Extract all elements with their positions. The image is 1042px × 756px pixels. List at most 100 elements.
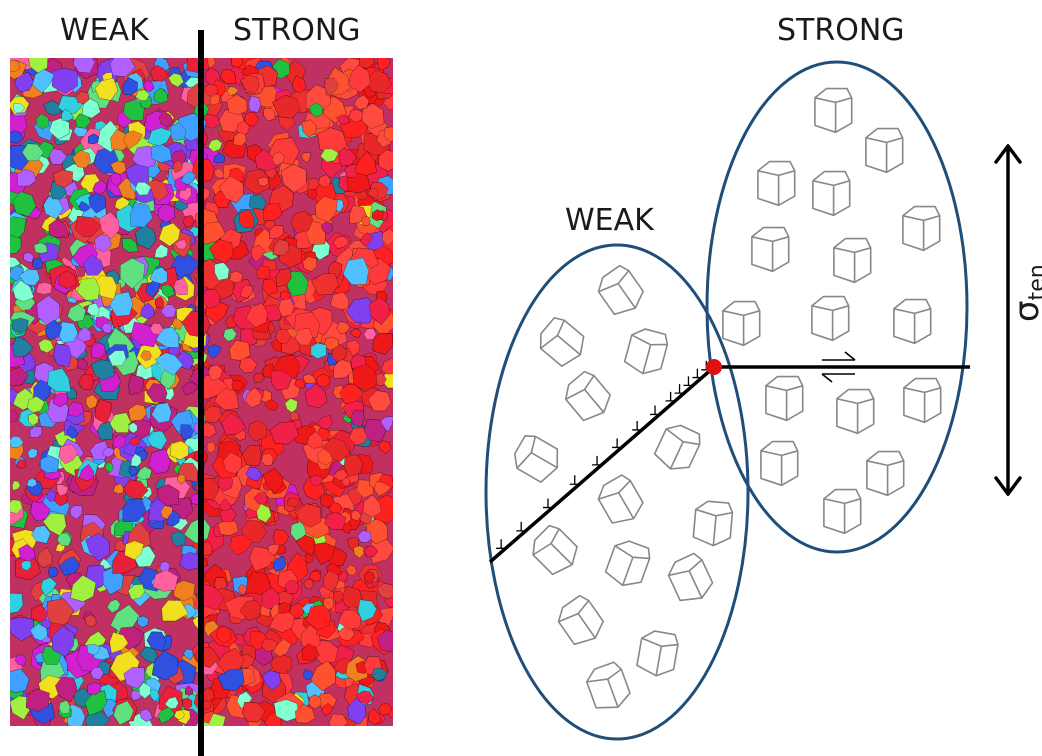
grain bbox=[150, 144, 172, 163]
grain bbox=[356, 479, 374, 499]
grain bbox=[203, 83, 218, 97]
grain bbox=[130, 690, 143, 701]
grain bbox=[261, 452, 274, 467]
grain bbox=[157, 203, 176, 223]
grain bbox=[10, 265, 24, 282]
grain bbox=[77, 326, 92, 343]
grain bbox=[330, 290, 350, 310]
grain bbox=[146, 383, 168, 403]
hcp-crystal-icon bbox=[585, 661, 631, 709]
grain bbox=[169, 122, 187, 141]
grain bbox=[78, 201, 91, 212]
grain bbox=[251, 244, 266, 263]
grain bbox=[347, 64, 371, 93]
grain bbox=[286, 271, 309, 297]
grain bbox=[112, 433, 127, 449]
hcp-crystal-icon bbox=[757, 160, 796, 207]
grain bbox=[336, 114, 351, 125]
grain bbox=[331, 344, 348, 362]
hcp-crystal-icon bbox=[812, 170, 851, 217]
hcp-crystal-icon bbox=[667, 552, 714, 602]
grain bbox=[151, 402, 172, 424]
grain bbox=[308, 571, 322, 582]
grain bbox=[85, 532, 111, 562]
grain bbox=[316, 448, 334, 466]
grain bbox=[253, 492, 268, 507]
hcp-crystal-icon bbox=[564, 370, 612, 422]
hcp-crystal-icon bbox=[557, 594, 604, 646]
grain bbox=[336, 321, 351, 335]
grain bbox=[48, 566, 59, 578]
grain bbox=[272, 238, 290, 256]
grain bbox=[219, 498, 232, 512]
grain bbox=[51, 625, 75, 657]
grain bbox=[219, 507, 237, 523]
grain bbox=[316, 373, 331, 388]
grain bbox=[203, 405, 223, 423]
grain bbox=[165, 510, 181, 527]
grain bbox=[67, 303, 87, 323]
grain bbox=[295, 534, 317, 556]
grain bbox=[359, 232, 374, 247]
grain bbox=[333, 590, 345, 604]
grain bbox=[304, 383, 328, 409]
grain bbox=[149, 64, 169, 82]
hcp-crystal-icon bbox=[811, 295, 850, 342]
grain bbox=[201, 289, 221, 309]
grain bbox=[361, 215, 371, 226]
grain bbox=[140, 302, 155, 320]
grain bbox=[107, 350, 127, 367]
shear-arrows-icon bbox=[821, 351, 856, 383]
grain bbox=[221, 412, 247, 436]
hcp-crystal-icon bbox=[513, 435, 559, 483]
hcp-crystal-icon bbox=[722, 300, 761, 347]
grain bbox=[109, 631, 129, 654]
grain bbox=[20, 560, 32, 572]
grain bbox=[239, 599, 262, 621]
grain bbox=[383, 126, 393, 142]
grain bbox=[151, 650, 179, 681]
grain bbox=[135, 89, 150, 101]
grain bbox=[61, 108, 75, 122]
grain bbox=[324, 77, 339, 96]
grain bbox=[216, 625, 232, 644]
grain bbox=[347, 697, 367, 725]
grain bbox=[229, 534, 253, 556]
grain bbox=[376, 582, 393, 600]
grain bbox=[73, 58, 96, 74]
grain bbox=[332, 235, 350, 249]
grain bbox=[12, 279, 35, 302]
grain bbox=[104, 461, 114, 473]
grain bbox=[21, 143, 45, 162]
left-weak-label: WEAK bbox=[60, 13, 150, 48]
grain bbox=[183, 648, 194, 660]
grain bbox=[172, 159, 183, 174]
grain bbox=[52, 169, 73, 188]
grain bbox=[217, 668, 245, 692]
grain bbox=[94, 77, 119, 101]
grain bbox=[247, 419, 268, 442]
grain bbox=[310, 660, 336, 692]
grain bbox=[306, 604, 331, 631]
grain bbox=[275, 268, 292, 288]
grain bbox=[30, 501, 51, 522]
grain bbox=[134, 182, 152, 196]
grain bbox=[48, 117, 70, 140]
hcp-crystal-icon bbox=[597, 474, 644, 524]
grain bbox=[32, 257, 43, 270]
grain bbox=[112, 482, 124, 494]
grain bbox=[58, 444, 79, 465]
grain bbox=[147, 127, 173, 147]
grain bbox=[367, 390, 392, 412]
grain bbox=[290, 210, 314, 234]
grain bbox=[158, 111, 174, 128]
grain bbox=[94, 234, 112, 253]
grain bbox=[146, 631, 167, 652]
grain bbox=[262, 278, 278, 296]
grain bbox=[23, 252, 34, 263]
grain bbox=[76, 358, 89, 371]
grain bbox=[122, 498, 147, 522]
grain bbox=[81, 97, 101, 119]
grain bbox=[248, 95, 261, 113]
grain bbox=[294, 379, 306, 389]
